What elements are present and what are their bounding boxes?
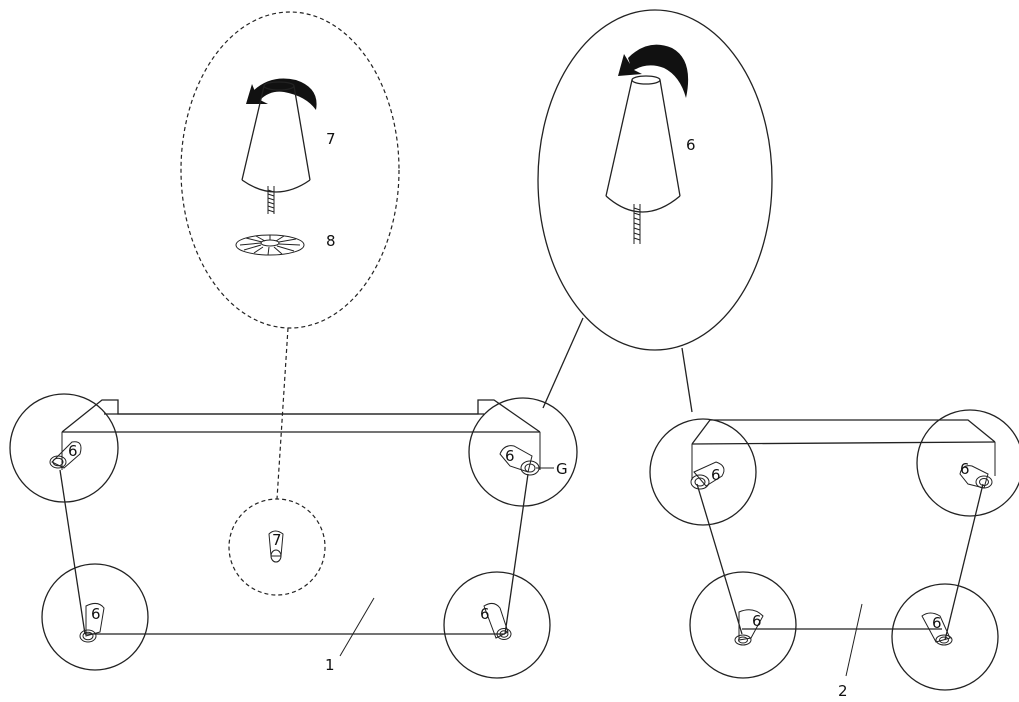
cap-detail-label: 7 (326, 130, 336, 148)
leg-label: 6 (711, 466, 721, 484)
leg-position-circle (649, 418, 757, 526)
screw-icon (267, 186, 275, 214)
leg-detail-oval (537, 9, 773, 351)
leg-position-circle (689, 571, 797, 679)
washer-icon (235, 234, 305, 256)
assembly-1-label: 1 (325, 656, 335, 674)
cap-detail: 7 8 (180, 11, 400, 500)
cap-socket-icon (268, 530, 284, 563)
leg-position-circle (468, 397, 578, 507)
leg-position-circle (916, 409, 1019, 517)
assembly-1: 6 6 6 6 G 7 1 (9, 393, 578, 679)
leg-position-circle (891, 583, 999, 691)
leg-label: 6 (932, 614, 942, 632)
cap-detail-oval (180, 11, 400, 329)
leg-label: 6 (91, 605, 101, 623)
leg-position-circle (9, 393, 119, 503)
leg-position-circle (41, 563, 149, 671)
assembly-2: 6 6 6 6 2 (649, 409, 1019, 700)
rotate-arrow-icon (246, 78, 317, 110)
leg-label: 6 (505, 447, 515, 465)
socket-icon (49, 441, 82, 469)
rotate-arrow-icon (618, 44, 689, 98)
leg-label: 6 (752, 612, 762, 630)
assembly-2-label: 2 (838, 682, 848, 700)
socket-icon (690, 461, 725, 490)
socket-icon (79, 602, 105, 643)
socket-icon (483, 602, 512, 640)
g-label: G (556, 460, 568, 478)
washer-label: 8 (326, 232, 336, 250)
leg-label: 6 (68, 442, 78, 460)
leg-detail: 6 (537, 9, 773, 413)
screw-icon (633, 204, 641, 244)
leg-position-circle (443, 571, 551, 679)
cap-label: 7 (272, 531, 282, 549)
leg-label: 6 (480, 605, 490, 623)
socket-icon (959, 465, 993, 489)
socket-icon (499, 445, 540, 476)
leg-detail-label: 6 (686, 136, 696, 154)
socket-icon (921, 612, 953, 646)
socket-icon (734, 609, 764, 646)
leg-label: 6 (960, 460, 970, 478)
